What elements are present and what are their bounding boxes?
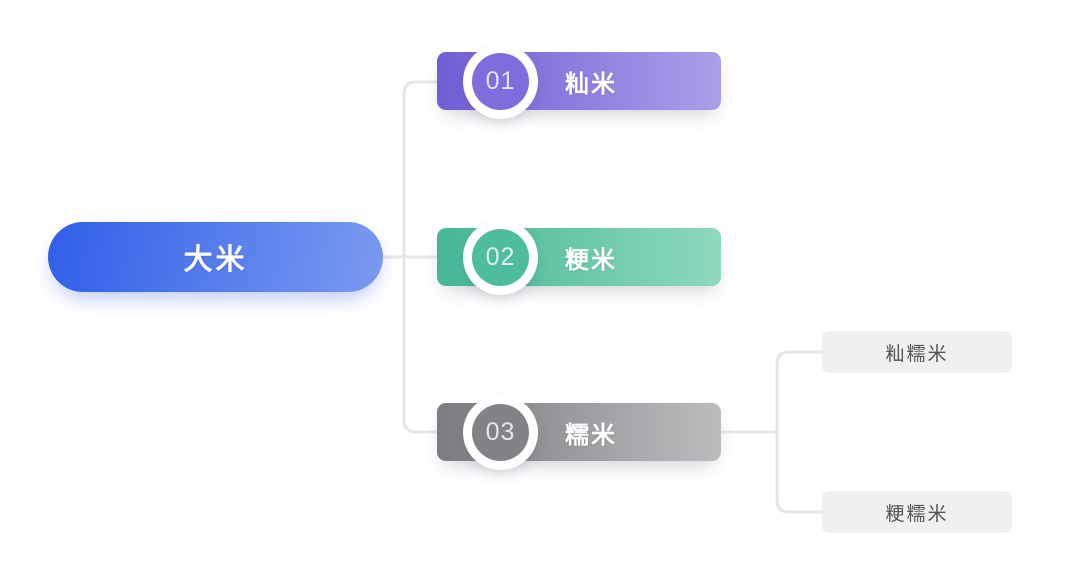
connector-leaf-1 bbox=[775, 350, 824, 378]
connector-branch-03 bbox=[402, 406, 439, 434]
branch-node-02[interactable]: 02 粳米 bbox=[437, 220, 721, 295]
branch-node-01[interactable]: 01 籼米 bbox=[437, 44, 721, 119]
leaf-node-2-label: 粳糯米 bbox=[885, 503, 949, 525]
branch-badge-inner-02: 02 bbox=[472, 229, 529, 286]
branch-label-02: 粳米 bbox=[565, 246, 617, 274]
root-node-label: 大米 bbox=[183, 244, 248, 276]
branch-node-03[interactable]: 03 糯米 bbox=[437, 395, 721, 470]
branch-number-03: 03 bbox=[485, 418, 516, 446]
branch-number-02: 02 bbox=[485, 243, 516, 271]
connector-branch-01 bbox=[402, 80, 439, 108]
branch-badge-03: 03 bbox=[463, 395, 538, 470]
branch-badge-inner-03: 03 bbox=[472, 404, 529, 461]
root-node[interactable]: 大米 bbox=[48, 222, 383, 292]
connector-leaf-2 bbox=[775, 486, 824, 514]
branch-badge-01: 01 bbox=[463, 44, 538, 119]
leaf-node-1[interactable]: 籼糯米 bbox=[822, 331, 1012, 373]
leaf-node-1-label: 籼糯米 bbox=[885, 343, 949, 365]
branch-number-01: 01 bbox=[485, 67, 516, 95]
branch-badge-02: 02 bbox=[463, 220, 538, 295]
branch-label-01: 籼米 bbox=[565, 70, 617, 98]
branch-badge-inner-01: 01 bbox=[472, 53, 529, 110]
branch-label-03: 糯米 bbox=[565, 421, 617, 449]
leaf-node-2[interactable]: 粳糯米 bbox=[822, 491, 1012, 533]
